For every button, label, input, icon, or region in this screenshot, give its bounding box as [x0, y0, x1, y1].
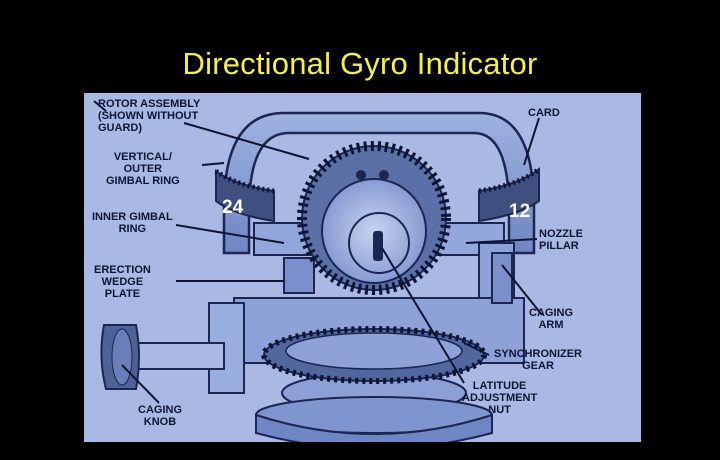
card-right-segment — [478, 166, 541, 223]
label-nozzle-pillar: NOZZLE PILLAR — [539, 228, 583, 252]
caging-arm — [491, 252, 513, 304]
leader-lines — [93, 100, 543, 404]
caging-knob — [100, 324, 225, 390]
card-left-segment — [214, 168, 275, 223]
slide-title: Directional Gyro Indicator — [182, 46, 538, 81]
label-inner-gimbal-ring: INNER GIMBAL RING — [92, 211, 173, 235]
label-card: CARD — [528, 107, 560, 119]
gyro-illustration — [93, 100, 543, 442]
synchronizer-gear — [261, 326, 487, 384]
card-number-24: 24 — [222, 197, 244, 218]
label-erection-wedge-plate: ERECTION WEDGE PLATE — [94, 264, 151, 300]
label-caging-arm: CAGING ARM — [529, 307, 573, 331]
card-number-12: 12 — [509, 201, 531, 222]
label-vertical-outer-gimbal-ring: VERTICAL/ OUTER GIMBAL RING — [106, 151, 180, 187]
diagram-panel: 24 12 ROTOR ASSEMBLY (SHOWN WITHOUT GUAR… — [84, 93, 641, 442]
label-latitude-adjustment-nut: LATITUDE ADJUSTMENT NUT — [462, 380, 538, 416]
label-rotor-assembly: ROTOR ASSEMBLY (SHOWN WITHOUT GUARD) — [98, 98, 201, 134]
label-synchronizer-gear: SYNCHRONIZER GEAR — [494, 348, 583, 372]
label-caging-knob: CAGING KNOB — [138, 404, 182, 428]
rotor-wheel — [297, 141, 451, 295]
